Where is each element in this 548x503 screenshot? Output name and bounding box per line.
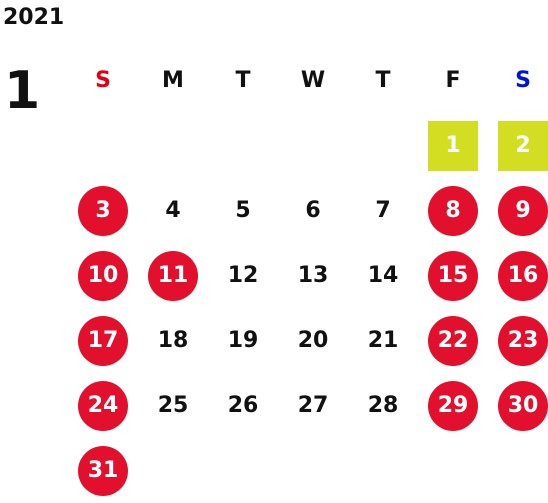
empty-cell xyxy=(488,438,548,503)
date-cell[interactable]: 18 xyxy=(138,308,208,373)
weekday-label-weekday: W xyxy=(300,68,326,93)
date-number: 25 xyxy=(157,393,189,418)
date-cell[interactable]: 6 xyxy=(278,178,348,243)
date-number: 28 xyxy=(367,393,399,418)
empty-cell xyxy=(348,438,418,503)
holiday-date: 11 xyxy=(148,250,198,301)
date-cell[interactable]: 25 xyxy=(138,373,208,438)
empty-cell xyxy=(418,438,488,503)
holiday-date: 10 xyxy=(78,250,128,301)
date-cell[interactable]: 30 xyxy=(488,373,548,438)
date-number: 18 xyxy=(157,328,189,353)
empty-cell xyxy=(208,438,278,503)
holiday-date: 29 xyxy=(428,380,478,431)
weekday-label-weekday: T xyxy=(375,68,391,93)
date-cell[interactable]: 9 xyxy=(488,178,548,243)
highlighted-date: 2 xyxy=(498,120,548,171)
date-cell[interactable]: 10 xyxy=(68,243,138,308)
holiday-date: 9 xyxy=(498,185,548,236)
empty-cell xyxy=(68,113,138,178)
date-cell[interactable]: 16 xyxy=(488,243,548,308)
year-label: 2021 xyxy=(3,5,65,30)
date-cell[interactable]: 14 xyxy=(348,243,418,308)
date-cell[interactable]: 20 xyxy=(278,308,348,373)
holiday-date: 30 xyxy=(498,380,548,431)
holiday-date: 24 xyxy=(78,380,128,431)
holiday-date: 23 xyxy=(498,315,548,366)
date-cell[interactable]: 15 xyxy=(418,243,488,308)
date-number: 5 xyxy=(235,198,251,223)
weekday-cell: S xyxy=(488,48,548,113)
empty-cell xyxy=(138,438,208,503)
weekday-cell: T xyxy=(208,48,278,113)
date-number: 21 xyxy=(367,328,399,353)
holiday-date: 22 xyxy=(428,315,478,366)
date-cell[interactable]: 28 xyxy=(348,373,418,438)
month-number: 1 xyxy=(4,61,41,121)
date-number: 7 xyxy=(375,198,391,223)
week-row: 31 xyxy=(68,438,548,503)
empty-cell xyxy=(208,113,278,178)
weekday-cell: T xyxy=(348,48,418,113)
weekday-cell: F xyxy=(418,48,488,113)
date-number: 19 xyxy=(227,328,259,353)
date-cell[interactable]: 1 xyxy=(418,113,488,178)
date-cell[interactable]: 27 xyxy=(278,373,348,438)
date-number: 14 xyxy=(367,263,399,288)
date-cell[interactable]: 26 xyxy=(208,373,278,438)
date-number: 6 xyxy=(305,198,321,223)
holiday-date: 17 xyxy=(78,315,128,366)
date-cell[interactable]: 12 xyxy=(208,243,278,308)
weekday-label-sunday: S xyxy=(95,68,111,93)
highlighted-date: 1 xyxy=(428,120,478,171)
date-cell[interactable]: 2 xyxy=(488,113,548,178)
holiday-date: 15 xyxy=(428,250,478,301)
weekday-cell: W xyxy=(278,48,348,113)
holiday-date: 16 xyxy=(498,250,548,301)
empty-cell xyxy=(348,113,418,178)
date-cell[interactable]: 21 xyxy=(348,308,418,373)
date-number: 12 xyxy=(227,263,259,288)
date-number: 26 xyxy=(227,393,259,418)
weekday-label-saturday: S xyxy=(515,68,531,93)
weekday-label-weekday: F xyxy=(445,68,461,93)
date-cell[interactable]: 24 xyxy=(68,373,138,438)
date-cell[interactable]: 13 xyxy=(278,243,348,308)
date-number: 20 xyxy=(297,328,329,353)
date-cell[interactable]: 7 xyxy=(348,178,418,243)
weekday-label-weekday: T xyxy=(235,68,251,93)
date-cell[interactable]: 17 xyxy=(68,308,138,373)
holiday-date: 31 xyxy=(78,445,128,496)
week-row: 10 11 12 13 14 15 16 xyxy=(68,243,548,308)
date-number: 27 xyxy=(297,393,329,418)
weekday-cell: S xyxy=(68,48,138,113)
empty-cell xyxy=(278,438,348,503)
week-row: 24 25 26 27 28 29 30 xyxy=(68,373,548,438)
date-cell[interactable]: 11 xyxy=(138,243,208,308)
date-cell[interactable]: 29 xyxy=(418,373,488,438)
week-row: 17 18 19 20 21 22 23 xyxy=(68,308,548,373)
date-cell[interactable]: 23 xyxy=(488,308,548,373)
date-number: 4 xyxy=(165,198,181,223)
holiday-date: 3 xyxy=(78,185,128,236)
date-cell[interactable]: 3 xyxy=(68,178,138,243)
date-cell[interactable]: 5 xyxy=(208,178,278,243)
date-cell[interactable]: 8 xyxy=(418,178,488,243)
date-cell[interactable]: 4 xyxy=(138,178,208,243)
weekday-label-weekday: M xyxy=(162,68,184,93)
date-number: 13 xyxy=(297,263,329,288)
holiday-date: 8 xyxy=(428,185,478,236)
date-cell[interactable]: 31 xyxy=(68,438,138,503)
date-cell[interactable]: 19 xyxy=(208,308,278,373)
empty-cell xyxy=(138,113,208,178)
weekday-cell: M xyxy=(138,48,208,113)
date-cell[interactable]: 22 xyxy=(418,308,488,373)
empty-cell xyxy=(278,113,348,178)
